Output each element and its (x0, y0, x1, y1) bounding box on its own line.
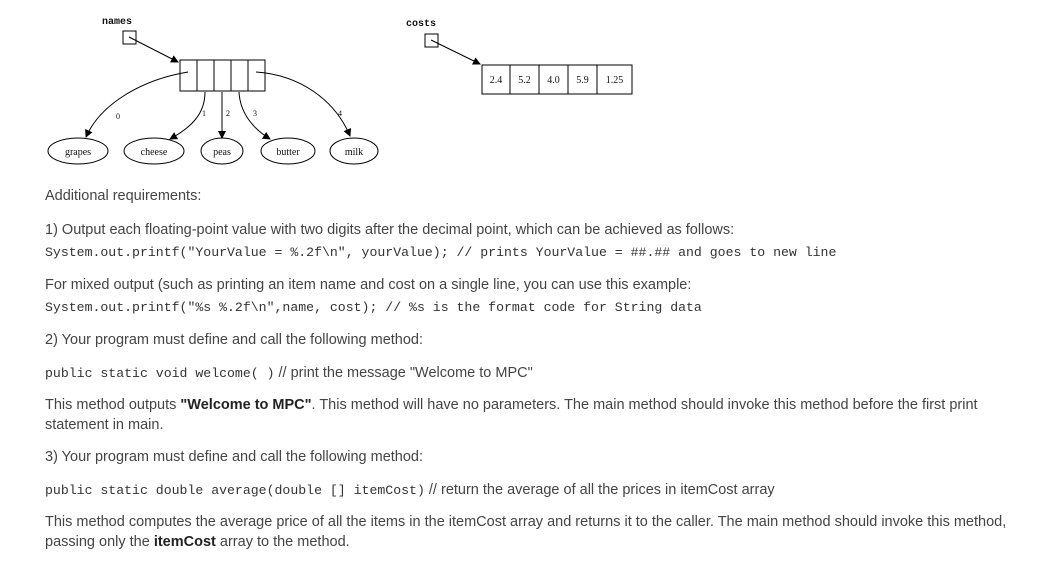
names-reference-box (122, 30, 137, 45)
edge-0 (85, 71, 189, 138)
node-peas-label: peas (213, 147, 231, 158)
node-butter-label: butter (276, 147, 300, 158)
cost-value-3: 5.9 (576, 75, 589, 86)
requirement-1: 1) Output each floating-point value with… (45, 222, 735, 238)
average-signature-comment: // return the average of all the prices … (424, 482, 775, 498)
array-diagram: names 0 1 2 3 4 grapes cheese peas butte… (47, 17, 633, 165)
edge-3 (238, 91, 271, 140)
average-desc-post: array to the method. (215, 534, 350, 550)
cost-value-0: 2.4 (490, 75, 503, 86)
welcome-desc-pre: This method outputs (45, 397, 181, 413)
node-cheese: cheese (123, 137, 185, 165)
average-desc-pre: This method computes the average price o… (45, 514, 1007, 550)
requirements-heading: Additional requirements: (45, 188, 202, 204)
requirement-3: 3) Your program must define and call the… (45, 449, 424, 465)
node-milk: milk (329, 137, 379, 165)
index-label-1: 1 (202, 109, 206, 118)
requirement-2: 2) Your program must define and call the… (45, 332, 424, 348)
requirement-1-code: System.out.printf("YourValue = %.2f\n", … (45, 245, 837, 260)
edge-1 (169, 91, 206, 140)
edge-4 (255, 71, 351, 137)
requirements-text: Additional requirements: 1) Output each … (45, 186, 1045, 552)
mixed-output-note: For mixed output (such as printing an it… (45, 277, 692, 293)
welcome-signature-line: public static void welcome( ) // print t… (45, 363, 1045, 384)
names-array (179, 59, 266, 92)
node-grapes-label: grapes (65, 147, 91, 158)
names-pointer-arrow (128, 36, 179, 63)
welcome-signature-comment: // print the message "Welcome to MPC" (274, 365, 533, 381)
cost-value-2: 4.0 (547, 75, 560, 86)
costs-pointer-arrow (430, 39, 481, 65)
average-desc-bold: itemCost (153, 534, 216, 550)
node-peas: peas (200, 137, 244, 165)
welcome-signature-code: public static void welcome( ) (45, 366, 275, 381)
costs-label: costs (406, 19, 436, 30)
costs-array: 2.4 5.2 4.0 5.9 1.25 (481, 64, 633, 95)
names-label: names (102, 17, 132, 28)
average-signature-code: public static double average(double [] i… (45, 483, 425, 498)
average-signature-line: public static double average(double [] i… (45, 480, 1045, 501)
cost-value-1: 5.2 (518, 75, 531, 86)
node-cheese-label: cheese (141, 147, 168, 158)
welcome-description: This method outputs "Welcome to MPC". Th… (45, 395, 1045, 435)
node-grapes: grapes (47, 137, 109, 165)
welcome-desc-bold: "Welcome to MPC" (180, 397, 312, 413)
mixed-output-code: System.out.printf("%s %.2f\n",name, cost… (45, 300, 702, 315)
cost-value-4: 1.25 (606, 75, 624, 86)
index-label-0: 0 (116, 112, 120, 121)
average-description: This method computes the average price o… (45, 512, 1045, 552)
node-milk-label: milk (345, 147, 363, 158)
index-label-3: 3 (253, 109, 257, 118)
index-label-2: 2 (226, 109, 230, 118)
index-label-4: 4 (338, 109, 342, 118)
node-butter: butter (260, 137, 316, 165)
welcome-desc-post: . This method will have no parameters. T… (45, 397, 978, 433)
costs-reference-box (424, 33, 439, 48)
